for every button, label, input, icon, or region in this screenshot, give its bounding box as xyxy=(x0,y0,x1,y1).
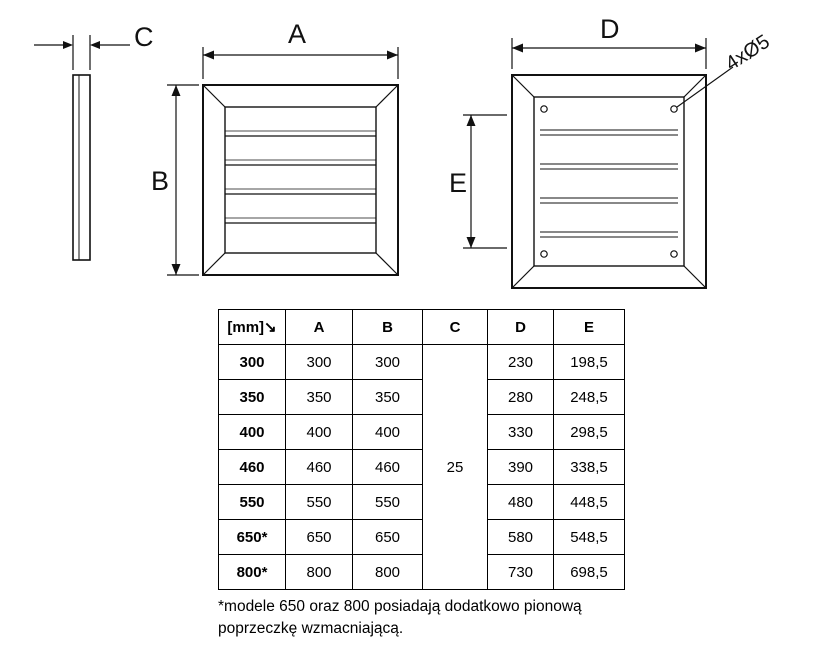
arrowhead-icon xyxy=(466,115,476,126)
footnote-line-1: *modele 650 oraz 800 posiadają dodatkowo… xyxy=(218,598,582,615)
arrowhead-icon xyxy=(695,43,706,53)
table-row: 550 550 550 480 448,5 xyxy=(218,484,625,520)
louver-slats xyxy=(540,129,678,238)
table-row: 400 400 400 330 298,5 xyxy=(218,414,625,450)
header-A: A xyxy=(285,309,353,345)
cell-size: 460 xyxy=(218,449,286,485)
arrowhead-icon xyxy=(387,50,398,60)
cell-E: 448,5 xyxy=(553,484,625,520)
arrowhead-icon xyxy=(466,237,476,248)
cell-E: 548,5 xyxy=(553,519,625,555)
cell-B: 460 xyxy=(352,449,423,485)
mounting-holes xyxy=(540,105,678,258)
header-D: D xyxy=(487,309,554,345)
table-row: 650* 650 650 580 548,5 xyxy=(218,519,625,555)
cell-A: 460 xyxy=(285,449,353,485)
table-row: 800* 800 800 730 698,5 xyxy=(218,554,625,590)
cell-E: 698,5 xyxy=(553,554,625,590)
dim-label-B: B xyxy=(151,166,169,196)
cell-D: 730 xyxy=(487,554,554,590)
cell-D: 580 xyxy=(487,519,554,555)
mounting-view-diagram: D E xyxy=(449,14,774,289)
table-row: 350 350 350 280 248,5 xyxy=(218,379,625,415)
dim-label-D: D xyxy=(600,14,620,44)
dimensions-table: [mm]↘ A B C D E 300 300 300 25 230 198,5… xyxy=(218,309,625,590)
cell-B: 350 xyxy=(352,379,423,415)
cell-E: 248,5 xyxy=(553,379,625,415)
cell-size: 650* xyxy=(218,519,286,555)
header-C: C xyxy=(422,309,488,345)
side-view-diagram: C xyxy=(34,22,154,261)
cell-C-shared: 25 xyxy=(422,344,488,590)
frame-profile-shape xyxy=(72,74,91,261)
cell-B: 400 xyxy=(352,414,423,450)
arrowhead-icon xyxy=(90,41,100,49)
footnote: *modele 650 oraz 800 posiadają dodatkowo… xyxy=(218,596,582,640)
cell-B: 550 xyxy=(352,484,423,520)
arrowhead-icon xyxy=(63,41,73,49)
table-row: 300 300 300 25 230 198,5 xyxy=(218,344,625,590)
cell-A: 650 xyxy=(285,519,353,555)
cell-A: 800 xyxy=(285,554,353,590)
cell-size: 550 xyxy=(218,484,286,520)
arrowhead-icon xyxy=(203,50,214,60)
table-header-row: [mm]↘ A B C D E xyxy=(218,309,625,345)
louver-slats xyxy=(225,130,376,224)
cell-A: 550 xyxy=(285,484,353,520)
dim-lines-C xyxy=(34,35,130,70)
cell-D: 330 xyxy=(487,414,554,450)
cell-E: 338,5 xyxy=(553,449,625,485)
dim-lines-A xyxy=(202,47,399,79)
holes-callout-label: 4xØ5 xyxy=(722,31,774,75)
leader-line xyxy=(676,66,734,108)
cell-size: 350 xyxy=(218,379,286,415)
cell-A: 400 xyxy=(285,414,353,450)
dim-lines-D xyxy=(511,38,707,69)
cell-E: 198,5 xyxy=(553,344,625,380)
cell-A: 300 xyxy=(285,344,353,380)
dim-label-E: E xyxy=(449,168,467,198)
cell-size: 400 xyxy=(218,414,286,450)
dim-lines-E xyxy=(463,114,507,249)
cell-A: 350 xyxy=(285,379,353,415)
cell-D: 480 xyxy=(487,484,554,520)
arrowhead-icon xyxy=(171,85,181,96)
dim-label-C: C xyxy=(134,22,154,52)
cell-B: 300 xyxy=(352,344,423,380)
footnote-line-2: poprzeczkę wzmacniającą. xyxy=(218,620,404,637)
cell-D: 230 xyxy=(487,344,554,380)
cell-B: 650 xyxy=(352,519,423,555)
arrowhead-icon xyxy=(171,264,181,275)
table-row: 460 460 460 390 338,5 xyxy=(218,449,625,485)
dim-lines-B xyxy=(167,84,199,276)
dim-label-A: A xyxy=(288,19,306,49)
cell-E: 298,5 xyxy=(553,414,625,450)
front-view-diagram: A B xyxy=(151,19,399,276)
header-mm: [mm]↘ xyxy=(218,309,286,345)
cell-D: 390 xyxy=(487,449,554,485)
cell-B: 800 xyxy=(352,554,423,590)
header-E: E xyxy=(553,309,625,345)
arrowhead-icon xyxy=(512,43,523,53)
grille-frame xyxy=(202,84,399,276)
cell-size: 800* xyxy=(218,554,286,590)
cell-D: 280 xyxy=(487,379,554,415)
header-B: B xyxy=(352,309,423,345)
cell-size: 300 xyxy=(218,344,286,380)
